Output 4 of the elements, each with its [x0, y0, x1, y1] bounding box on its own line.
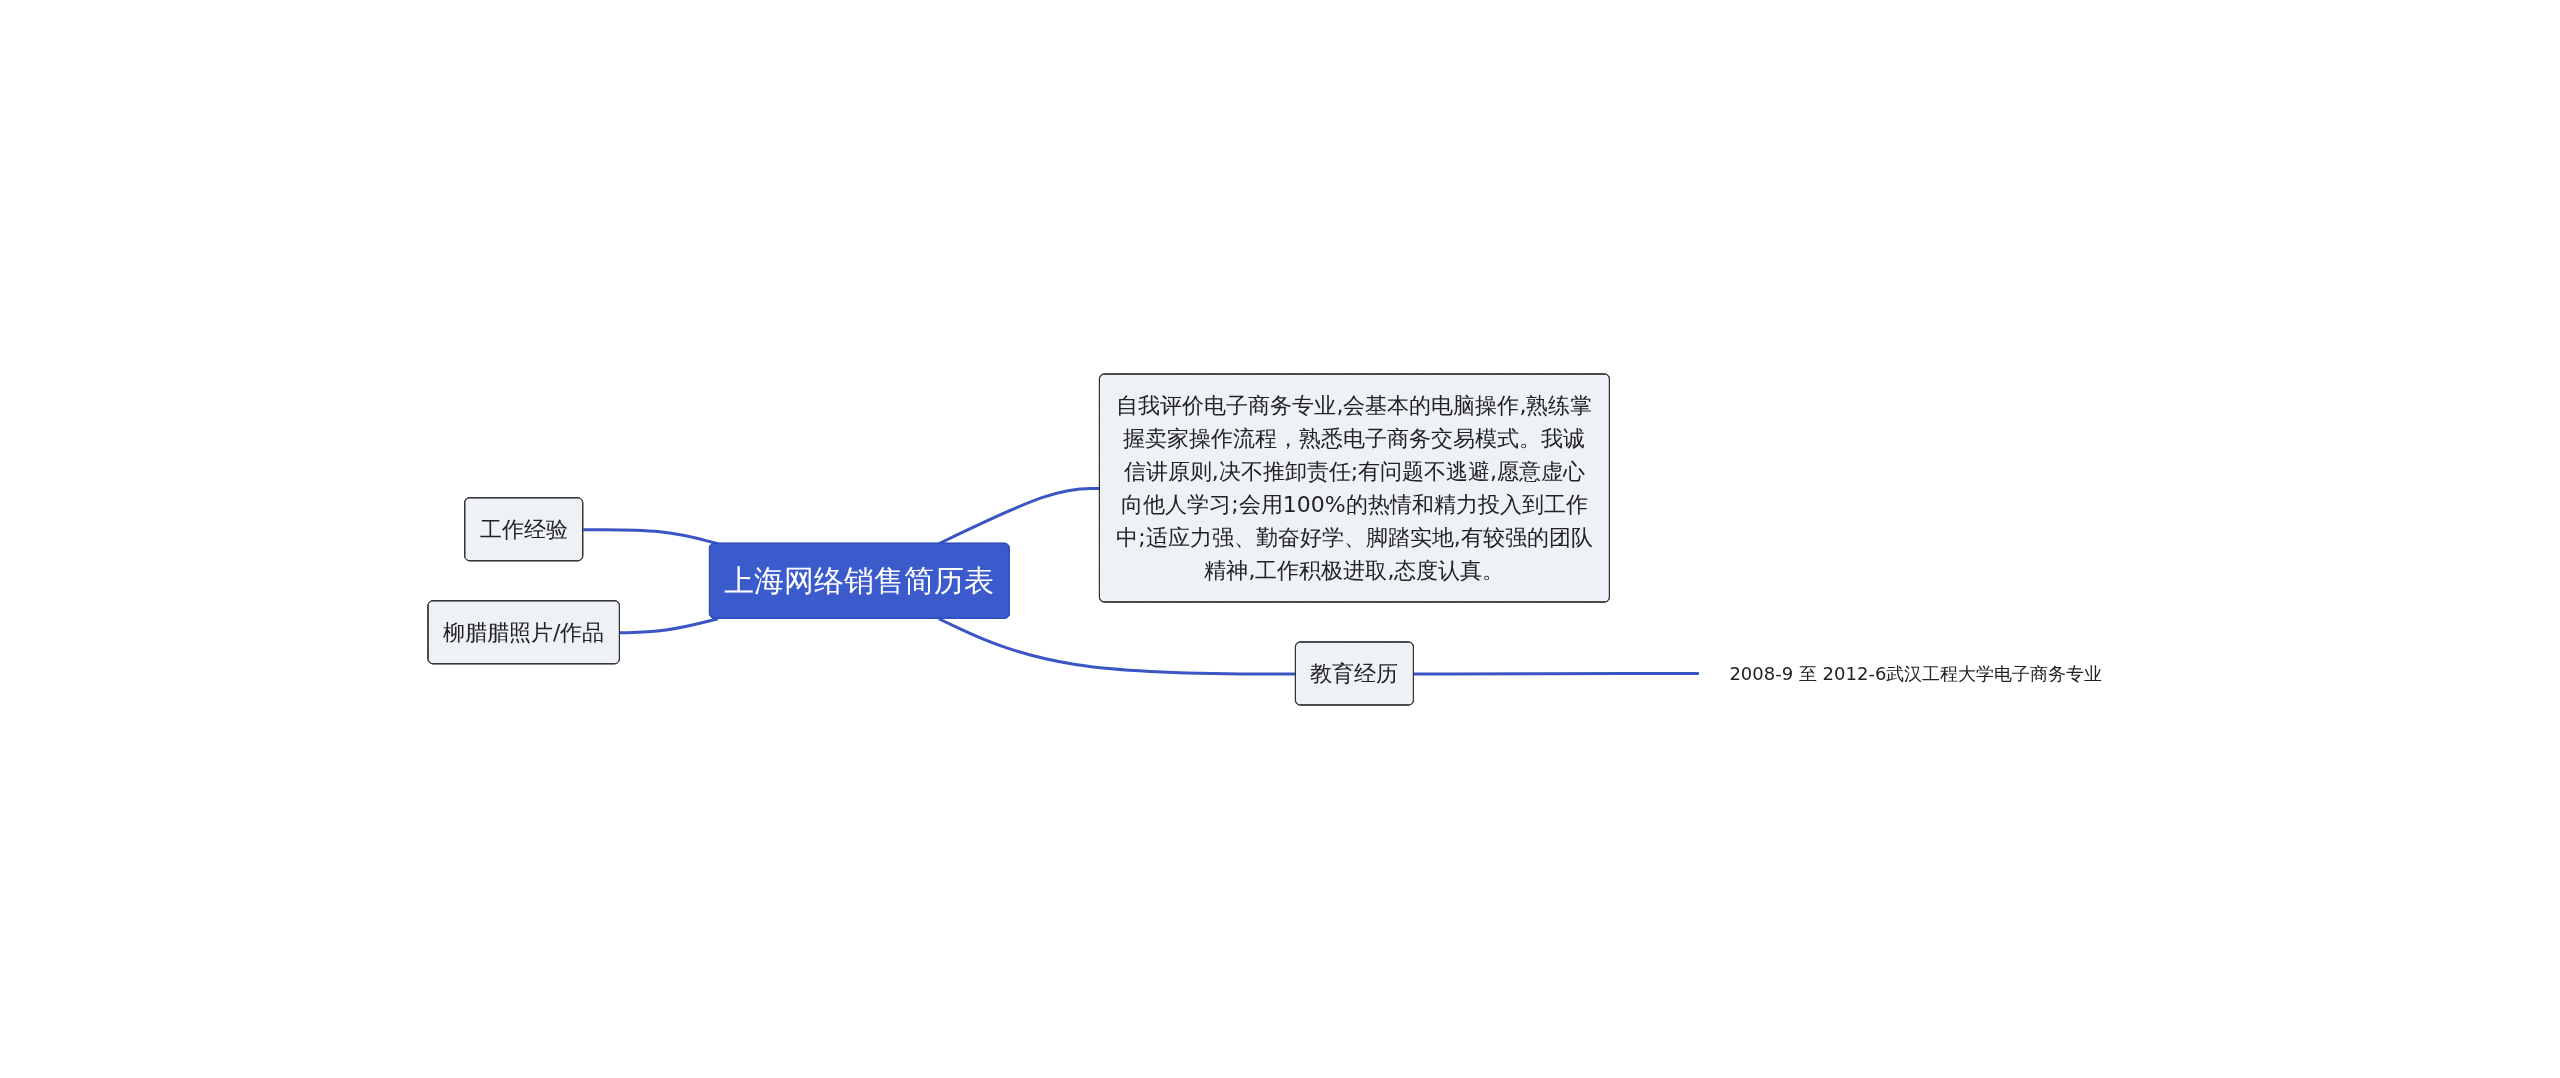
connector	[1413, 671, 1700, 675]
connector	[937, 616, 1296, 675]
connector	[619, 616, 719, 634]
node-text: 2008-9 至 2012-6武汉工程大学电子商务专业	[1729, 662, 2103, 684]
